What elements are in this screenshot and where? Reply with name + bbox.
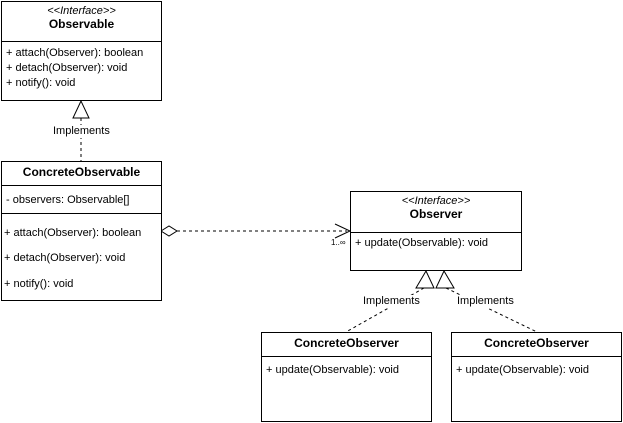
observable-method-notify: + notify(): void bbox=[6, 77, 76, 89]
concrete-observer-left-method-update: + update(Observable): void bbox=[266, 364, 399, 376]
realization-arrowhead-observable bbox=[72, 99, 90, 119]
observable-method-detach: + detach(Observer): void bbox=[6, 62, 128, 74]
observer-divider bbox=[351, 232, 521, 233]
concrete-observer-right-box[interactable]: ConcreteObserver + update(Observable): v… bbox=[451, 332, 622, 422]
implements-label-observer-left: Implements bbox=[361, 295, 422, 308]
implements-label-observable: Implements bbox=[51, 125, 112, 138]
observable-interface-box[interactable]: <<Interface>> Observable + attach(Observ… bbox=[1, 1, 162, 101]
concrete-observer-right-method-update: + update(Observable): void bbox=[456, 364, 589, 376]
observer-interface-box[interactable]: <<Interface>> Observer + update(Observab… bbox=[350, 191, 522, 271]
concrete-observer-right-class-name: ConcreteObserver bbox=[484, 336, 589, 350]
realization-arrowhead-observer-right bbox=[435, 269, 455, 289]
concrete-observable-method-attach: + attach(Observer): boolean bbox=[4, 227, 142, 239]
observable-divider bbox=[2, 41, 161, 42]
concrete-observer-left-box[interactable]: ConcreteObserver + update(Observable): v… bbox=[261, 332, 432, 422]
observable-class-name: Observable bbox=[48, 17, 115, 31]
concrete-observer-right-divider bbox=[452, 356, 621, 357]
realization-arrowhead-observer-left bbox=[415, 269, 435, 289]
multiplicity-label: 1..∞ bbox=[331, 238, 346, 247]
observable-stereotype: <<Interface>> bbox=[47, 5, 116, 17]
aggregation-diamond bbox=[160, 225, 178, 237]
observer-stereotype: <<Interface>> bbox=[401, 195, 471, 207]
observable-method-attach: + attach(Observer): boolean bbox=[6, 47, 144, 59]
concrete-observable-divider-bottom bbox=[2, 213, 161, 214]
implements-label-observer-right: Implements bbox=[455, 295, 516, 308]
dependency-arrowhead bbox=[334, 223, 352, 239]
concrete-observable-attribute-observers: - observers: Observable[] bbox=[6, 194, 130, 206]
realization-line-observer-right bbox=[445, 287, 538, 333]
concrete-observer-left-class-name: ConcreteObserver bbox=[294, 336, 399, 350]
observer-method-update: + update(Observable): void bbox=[355, 237, 488, 249]
concrete-observable-method-detach: + detach(Observer): void bbox=[4, 252, 126, 264]
concrete-observer-left-divider bbox=[262, 356, 431, 357]
concrete-observable-box[interactable]: ConcreteObservable - observers: Observab… bbox=[1, 161, 162, 301]
observer-class-name: Observer bbox=[409, 207, 463, 221]
concrete-observable-divider-top bbox=[2, 185, 161, 186]
concrete-observable-method-notify: + notify(): void bbox=[4, 278, 74, 290]
concrete-observable-class-name: ConcreteObservable bbox=[22, 165, 141, 179]
